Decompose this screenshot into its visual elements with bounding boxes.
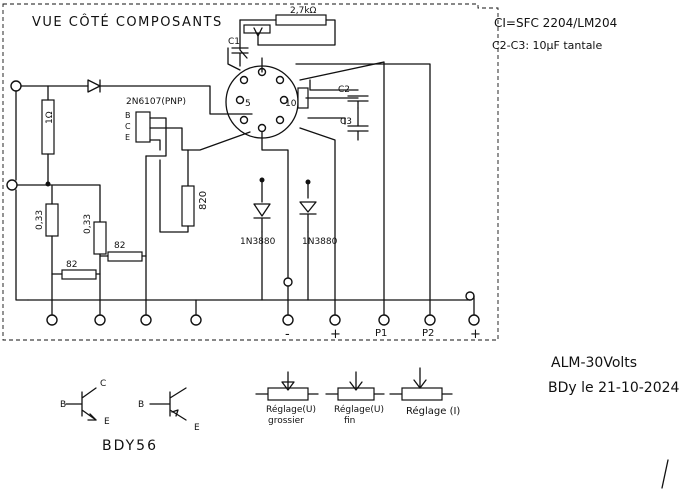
legend-bdy56-pnp: B E [138,387,200,433]
legend-c1-label: C [100,379,106,389]
ic-chip: 5 10 [225,65,309,139]
capacitor-c1 [231,47,249,67]
terminal-p1-label: P1 [375,328,387,339]
transistor-2n6107 [135,111,151,143]
legend-e2-label: E [194,423,200,433]
resistor-1ohm [41,99,55,155]
resistor-033-a [45,203,59,237]
resistor-2k7 [275,14,327,26]
terminal-minus-label: - [285,327,290,342]
ic-pin5-label: 5 [245,99,251,109]
capacitor-c3 [347,125,369,141]
resistor-82-a [61,269,97,280]
resistor-820 [181,185,195,227]
resistor-82-b [107,251,143,262]
capacitor-c3-label: C3 [340,117,352,127]
resistor-82-a-label: 82 [66,260,77,270]
transistor-pin-c: C [125,122,131,131]
capacitor-c2 [347,95,369,109]
resistor-033-b-label: 0,33 [83,214,93,234]
diode-input [87,79,101,93]
note-project: ALM-30Volts [551,355,637,371]
legend-pot2-line1: Réglage(U) [334,404,384,415]
resistor-033-b [93,221,107,255]
stray-mark [661,459,669,489]
note-caps: C2-C3: 10µF tantale [492,39,602,52]
legend-pot-fine: Réglage(U) fin [325,371,385,426]
diode-d2-label: 1N3880 [302,237,338,247]
transistor-label: 2N6107(PNP) [126,97,186,107]
terminal-p2-label: P2 [422,328,434,339]
resistor-82-b-label: 82 [114,241,125,251]
ic-trim-resistor [243,24,271,34]
legend-pot1-line2: grossier [268,416,304,426]
note-ci: CI=SFC 2204/LM204 [494,16,617,30]
legend-pot2-line2: fin [344,416,355,426]
board-outline [2,3,499,341]
legend-pot3-label: Réglage (I) [406,405,460,417]
resistor-033-a-label: 0,33 [35,210,45,230]
resistor-820-label: 820 [198,191,209,210]
resistor-2k7-label: 2,7kΩ [290,6,317,16]
input-terminal-top [10,80,22,92]
legend-e1-label: E [104,417,110,427]
legend-pot-current: Réglage (I) [389,367,460,417]
diode-d2: 1N3880 [299,179,338,247]
capacitor-c2-label: C2 [338,85,350,95]
transistor-pin-b: B [125,111,131,120]
resistor-1ohm-label: 1Ω [45,111,55,124]
legend-bdy56-npn: B C E [60,379,110,427]
capacitor-c1-label: C1 [228,37,240,47]
terminal-plus-label: + [330,327,341,342]
ic-pin10-label: 10 [285,99,297,109]
transistor-pin-e: E [125,133,130,142]
terminal-row [46,314,480,326]
legend-b2-label: B [138,400,144,410]
note-author-date: BDy le 21-10-2024 [548,380,680,396]
legend-b1-label: B [60,400,66,410]
diode-d1-label: 1N3880 [240,237,276,247]
input-terminal-mid [6,179,18,191]
diagram-title: VUE CÔTÉ COMPOSANTS [32,14,223,30]
legend-bdy56-name: BDY56 [102,438,158,454]
terminal-plus2-label: + [470,327,481,342]
legend-pot1-line1: Réglage(U) [266,404,316,415]
legend-pot-coarse: Réglage(U) grossier [255,371,319,426]
diode-d1: 1N3880 [240,177,276,247]
